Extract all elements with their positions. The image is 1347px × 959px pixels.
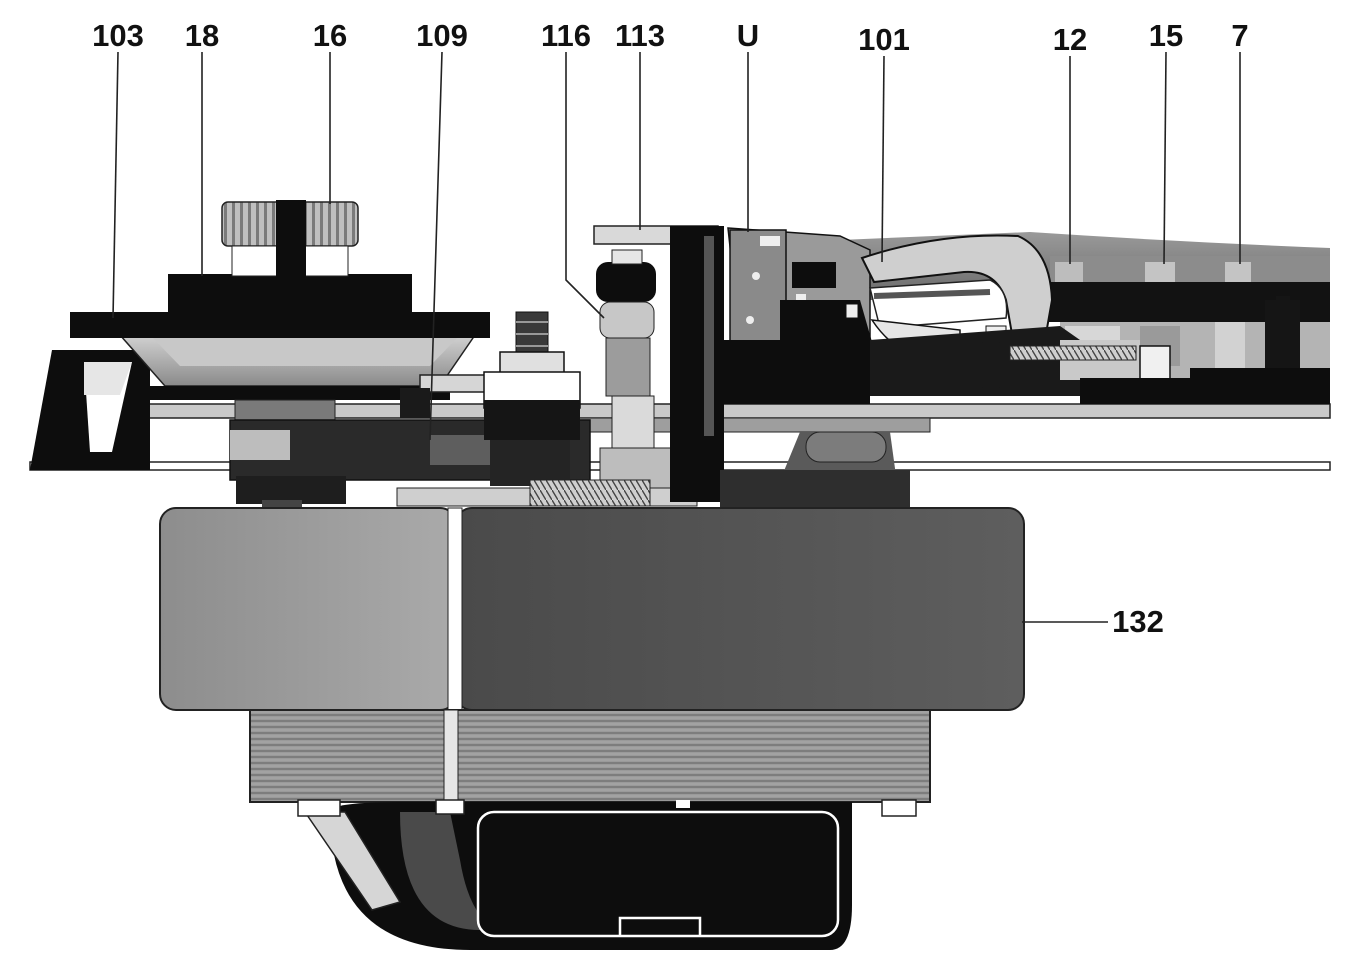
leader-lines: [112, 51, 1241, 623]
knurled-knob-16: [221, 200, 359, 312]
callout-101: 101: [858, 22, 910, 57]
callout-15: 15: [1149, 18, 1183, 53]
leader-103: [112, 51, 119, 319]
right-deck: [870, 326, 1330, 404]
motor-housing: [297, 799, 917, 950]
callout-103: 103: [92, 18, 144, 53]
center-hub: [720, 431, 910, 510]
bracket-113: [593, 225, 724, 502]
platter-bowl-103: [118, 334, 477, 387]
leader-109: [429, 51, 443, 441]
callout-116: 116: [541, 18, 591, 53]
leader-101: [881, 55, 885, 263]
lower-platter-disc: [150, 386, 450, 421]
callout-18: 18: [185, 18, 219, 53]
leader-15: [1163, 51, 1167, 265]
callout-113: 113: [615, 18, 665, 53]
leader-116: [565, 52, 605, 319]
callout-16: 16: [313, 18, 347, 53]
callout-132: 132: [1112, 604, 1164, 639]
callout-U: U: [737, 18, 759, 53]
callout-12: 12: [1053, 22, 1087, 57]
platter-top-plate: [70, 312, 490, 338]
callout-7: 7: [1231, 18, 1248, 53]
roller-spring-116: [529, 249, 673, 507]
transformer-132: [159, 507, 1025, 803]
callout-109: 109: [416, 18, 468, 53]
cam-lever-101: [845, 234, 1054, 358]
left-foot-bracket: [30, 350, 150, 470]
callout-labels: 103 18 16 109 116 113 U 101 12 15 7 132: [92, 18, 1248, 639]
stud-nut-stack: [483, 311, 581, 486]
